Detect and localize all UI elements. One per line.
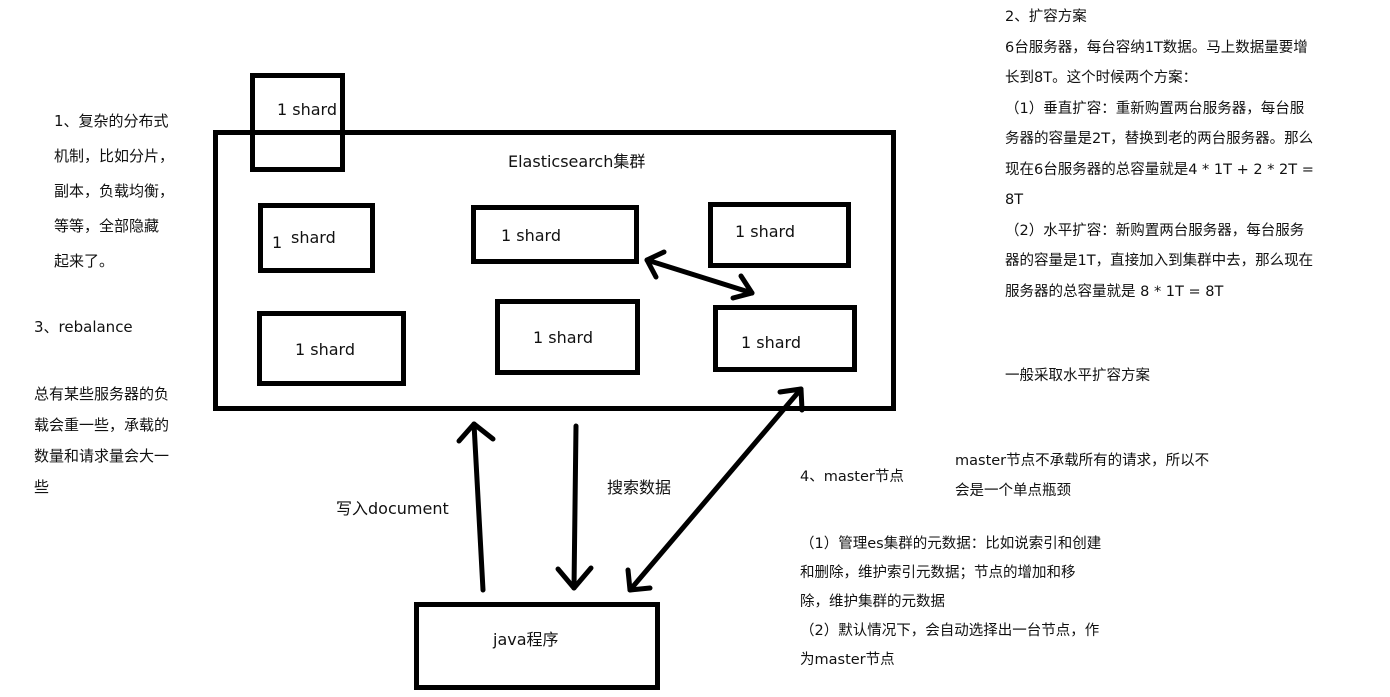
note-scaling-conclusion: 一般采取水平扩容方案 xyxy=(1005,368,1150,384)
java-program-label: java程序 xyxy=(493,630,559,649)
shard-label: 1 shard xyxy=(295,340,355,359)
note-line: 1、复杂的分布式 xyxy=(54,112,169,130)
note-line: （2）默认情况下，会自动选择出一台节点，作 xyxy=(800,623,1100,639)
note-line: 长到8T。这个时候两个方案： xyxy=(1005,70,1198,86)
shard-label: 1 shard xyxy=(741,333,801,352)
note-line: （1）管理es集群的元数据：比如说索引和创建 xyxy=(800,536,1102,552)
replication-double-arrow xyxy=(644,249,755,301)
note-line: 起来了。 xyxy=(54,252,115,270)
write-document-label: 写入document xyxy=(336,499,449,518)
cluster-title: Elasticsearch集群 xyxy=(508,152,646,171)
note-line: 为master节点 xyxy=(800,652,895,668)
elasticsearch-cluster-box xyxy=(213,130,896,411)
note-line: master节点不承载所有的请求，所以不 xyxy=(955,453,1210,469)
note-line: 8T xyxy=(1005,192,1024,208)
note-line: （1）垂直扩容：重新购置两台服务器，每台服 xyxy=(1005,100,1305,117)
shard-box xyxy=(713,305,857,372)
note-rebalance-heading: 3、rebalance xyxy=(34,318,133,336)
note-distributed-mechanism: 1、复杂的分布式 机制，比如分片， 副本，负载均衡， 等等，全部隐藏 起来了。 xyxy=(54,104,174,279)
shard-box xyxy=(257,311,406,386)
note-line: 数量和请求量会大一 xyxy=(34,447,170,465)
note-line: 载会重一些，承载的 xyxy=(34,416,170,434)
search-data-label: 搜索数据 xyxy=(607,478,672,497)
note-line: 副本，负载均衡， xyxy=(54,182,175,200)
note-line: 总有某些服务器的负 xyxy=(34,385,170,403)
note-rebalance-body: 总有某些服务器的负 载会重一些，承载的 数量和请求量会大一 些 xyxy=(34,379,169,503)
shard-box xyxy=(708,202,851,268)
shard-label: 1 shard xyxy=(735,222,795,241)
note-line: 器的容量是1T，直接加入到集群中去，那么现在 xyxy=(1005,253,1314,269)
note-line: 6台服务器，每台容纳1T数据。马上数据量要增 xyxy=(1005,39,1308,56)
note-line: （2）水平扩容：新购置两台服务器，每台服务 xyxy=(1005,222,1305,239)
note-line: 会是一个单点瓶颈 xyxy=(955,483,1071,499)
note-master-heading: 4、master节点 xyxy=(800,469,904,485)
master-double-arrow xyxy=(625,386,805,593)
shard-label: 1 shard xyxy=(533,328,593,347)
note-line: 2、扩容方案 xyxy=(1005,9,1087,25)
note-line: 等等，全部隐藏 xyxy=(54,217,160,235)
shard-label: shard xyxy=(291,228,336,247)
shard-label: 1 shard xyxy=(277,100,337,119)
note-master-detail: （1）管理es集群的元数据：比如说索引和创建 和删除，维护索引元数据；节点的增加… xyxy=(800,530,1101,675)
note-master-summary: master节点不承载所有的请求，所以不 会是一个单点瓶颈 xyxy=(955,446,1209,506)
shard-box xyxy=(250,73,345,172)
write-arrow xyxy=(456,421,496,593)
note-line: 和删除，维护索引元数据；节点的增加和移 xyxy=(800,565,1076,581)
note-line: 些 xyxy=(34,478,50,496)
shard-label: 1 shard xyxy=(501,226,561,245)
note-line: 现在6台服务器的总容量就是4 * 1T + 2 * 2T = xyxy=(1005,161,1314,178)
note-scaling: 2、扩容方案 6台服务器，每台容纳1T数据。马上数据量要增 长到8T。这个时候两… xyxy=(1005,2,1314,307)
java-program-box xyxy=(414,602,660,690)
shard-box xyxy=(258,203,375,273)
note-line: 机制，比如分片， xyxy=(54,147,175,165)
note-line: 除，维护集群的元数据 xyxy=(800,594,945,610)
search-arrow xyxy=(555,423,594,591)
shard-box xyxy=(471,205,639,264)
shard-box xyxy=(495,299,640,375)
shard-label-digit: 1 xyxy=(272,233,283,252)
note-line: 务器的容量是2T，替换到老的两台服务器。那么 xyxy=(1005,131,1314,147)
note-line: 服务器的总容量就是 8 * 1T = 8T xyxy=(1005,283,1224,300)
